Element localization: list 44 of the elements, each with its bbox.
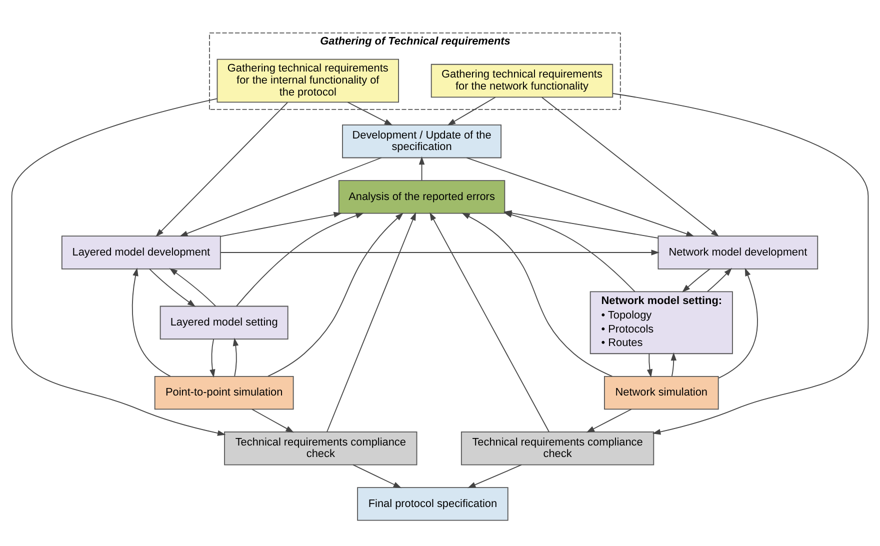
arrow	[466, 157, 694, 237]
arrow	[236, 212, 364, 306]
arrow	[430, 212, 550, 432]
node-box: Network simulation	[604, 376, 719, 410]
node-box: Point-to-point simulation	[154, 376, 294, 410]
arrow	[149, 268, 196, 307]
node-box: Analysis of the reported errors	[338, 180, 506, 214]
node-box: Network model setting: • Topology • Protocols • Routes	[590, 291, 733, 354]
arrow	[156, 102, 288, 237]
arrow	[646, 353, 653, 378]
arrow	[220, 212, 342, 237]
node-box: Network model development	[658, 236, 818, 270]
arrow	[326, 212, 416, 432]
node-box: Gathering technical requirements for the internal functionality of the protocol	[216, 58, 399, 103]
arrow	[11, 98, 226, 436]
arrow	[132, 268, 171, 377]
arrow	[682, 268, 711, 292]
arrow	[462, 212, 613, 377]
arrow	[707, 268, 732, 292]
arrow	[169, 268, 216, 307]
node-box: Development / Update of the specification	[342, 124, 502, 158]
arrow	[418, 156, 425, 181]
node-box: Layered model development	[61, 236, 221, 270]
arrow	[718, 268, 758, 378]
arrow	[447, 96, 496, 126]
node-box: Gathering technical requirements for the network functionality	[430, 64, 614, 98]
arrow	[179, 157, 382, 236]
node-box: Technical requirements compliance check	[224, 432, 418, 466]
arrow	[670, 352, 677, 377]
arrow	[586, 408, 632, 433]
arrow	[347, 102, 393, 126]
arrow	[210, 338, 216, 378]
arrow	[352, 464, 402, 488]
arrow	[232, 338, 239, 377]
arrow	[267, 212, 404, 377]
arrow	[252, 408, 294, 433]
arrow	[467, 464, 522, 488]
arrow	[612, 93, 869, 435]
node-box: Layered model setting	[160, 306, 288, 340]
arrow	[504, 212, 636, 292]
arrow	[220, 250, 660, 256]
node-box: Final protocol specification	[357, 487, 508, 521]
node-box: Technical requirements compliance check	[460, 432, 654, 466]
arrow	[541, 96, 720, 237]
